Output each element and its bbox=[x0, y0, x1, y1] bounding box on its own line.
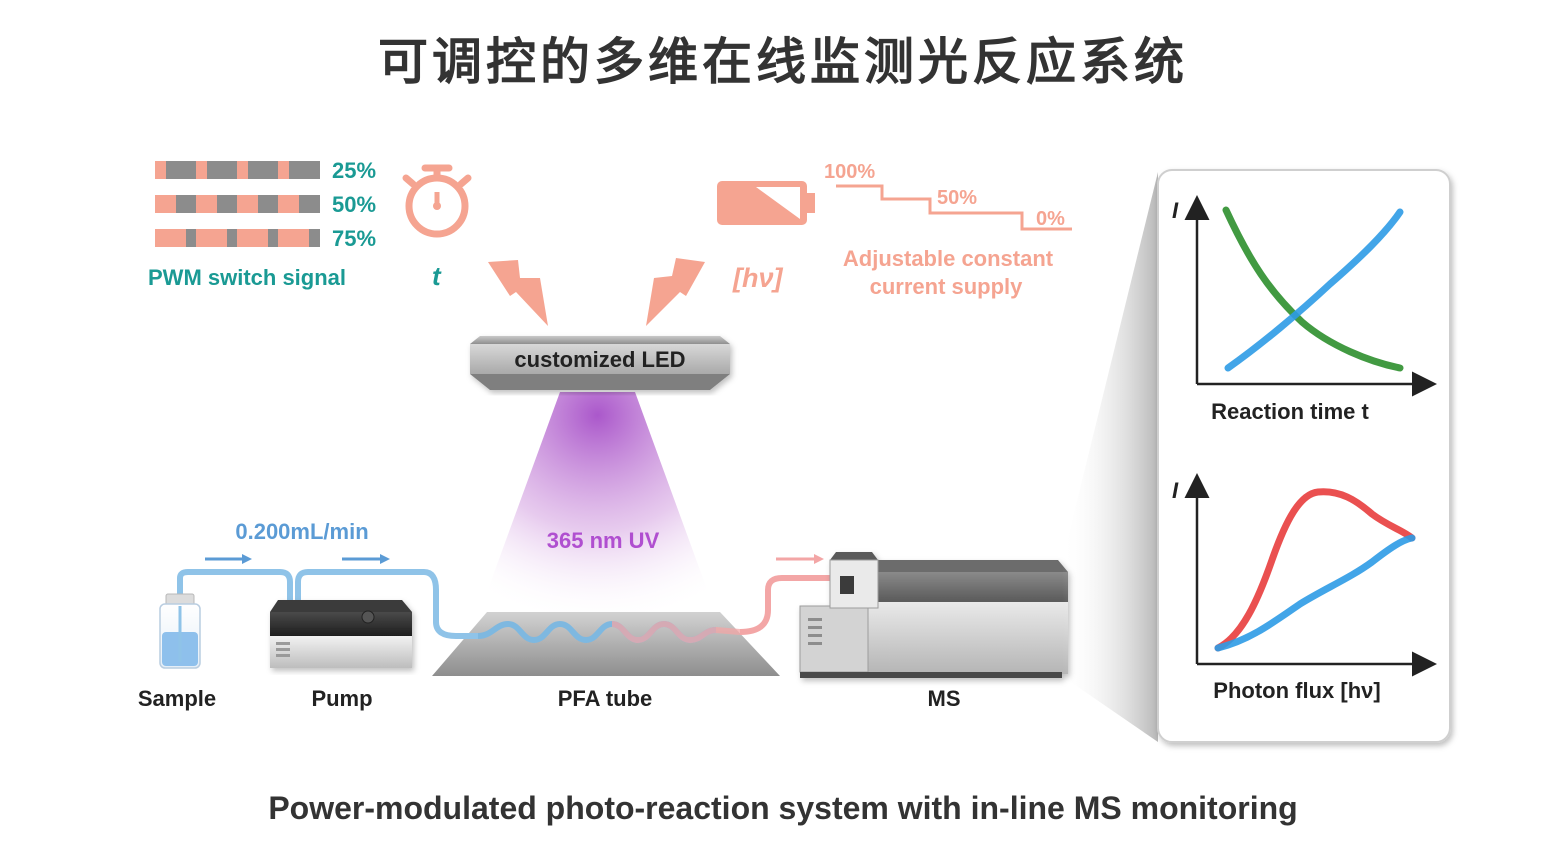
supply-step-0: 0% bbox=[1036, 208, 1065, 230]
supply-step-line bbox=[836, 184, 1072, 231]
plot-flux-xlabel: Photon flux [hν] bbox=[1213, 678, 1380, 703]
pump-device bbox=[270, 600, 412, 668]
pwm-bar-75 bbox=[155, 229, 320, 247]
lightning-bolt-left-icon bbox=[488, 260, 548, 326]
tube-sample-to-pump bbox=[177, 569, 293, 606]
plot-time-xlabel: Reaction time t bbox=[1211, 399, 1369, 424]
led-label: customized LED bbox=[514, 347, 685, 372]
supply-label-line2: current supply bbox=[870, 274, 1024, 299]
pwm-level-75: 75% bbox=[332, 226, 376, 251]
stopwatch-icon bbox=[402, 164, 472, 238]
photon-symbol: [hν] bbox=[732, 263, 784, 293]
pwm-label: PWM switch signal bbox=[148, 265, 346, 290]
plot-flux-ylabel: I bbox=[1172, 478, 1179, 503]
plot-time-blue-growth bbox=[1224, 208, 1404, 372]
flow-arrow-2 bbox=[342, 554, 390, 564]
tube-pump-to-reactor bbox=[295, 569, 478, 639]
plot-time-green-decay bbox=[1222, 206, 1404, 372]
pump-label: Pump bbox=[311, 686, 372, 711]
pwm-signal-group: 25% 50% 75% PWM switch signal bbox=[148, 158, 376, 290]
uv-wavelength-label: 365 nm UV bbox=[547, 528, 660, 553]
supply-step-50: 50% bbox=[937, 187, 977, 209]
flow-rate-label: 0.200mL/min bbox=[235, 519, 368, 544]
pfa-plate bbox=[432, 612, 780, 676]
led-lamp bbox=[470, 336, 730, 390]
lightning-bolt-right-icon bbox=[646, 258, 705, 326]
supply-step-100: 100% bbox=[824, 161, 875, 183]
pwm-level-50: 50% bbox=[332, 192, 376, 217]
zoom-projection bbox=[1062, 172, 1158, 742]
ms-label: MS bbox=[928, 686, 961, 711]
page-title: 可调控的多维在线监测光反应系统 bbox=[378, 33, 1188, 91]
pfa-tube-coil-exit bbox=[611, 620, 741, 644]
ms-instrument bbox=[799, 552, 1068, 678]
plot-reaction-time: I Reaction time t bbox=[1172, 195, 1437, 424]
uv-light-beam bbox=[475, 392, 720, 625]
pwm-bar-50 bbox=[155, 195, 320, 213]
tube-reactor-to-ms bbox=[739, 575, 832, 635]
plot-flux-blue-curve bbox=[1214, 534, 1416, 652]
time-symbol: t bbox=[432, 261, 442, 291]
supply-label-line1: Adjustable constant bbox=[843, 246, 1054, 271]
flow-arrow-1 bbox=[205, 554, 252, 564]
sample-vial bbox=[159, 593, 201, 669]
battery-icon bbox=[717, 181, 815, 225]
figure-caption: Power-modulated photo-reaction system wi… bbox=[268, 790, 1298, 826]
pwm-bar-25 bbox=[155, 161, 320, 179]
flow-arrow-3 bbox=[776, 554, 824, 564]
plot-time-ylabel: I bbox=[1172, 198, 1179, 223]
sample-label: Sample bbox=[138, 686, 216, 711]
pfa-tube-label: PFA tube bbox=[558, 686, 653, 711]
pwm-level-25: 25% bbox=[332, 158, 376, 183]
plots-panel bbox=[1157, 169, 1451, 743]
plot-photon-flux: I Photon flux [hν] bbox=[1172, 473, 1437, 703]
plot-flux-red-curve bbox=[1214, 488, 1416, 652]
